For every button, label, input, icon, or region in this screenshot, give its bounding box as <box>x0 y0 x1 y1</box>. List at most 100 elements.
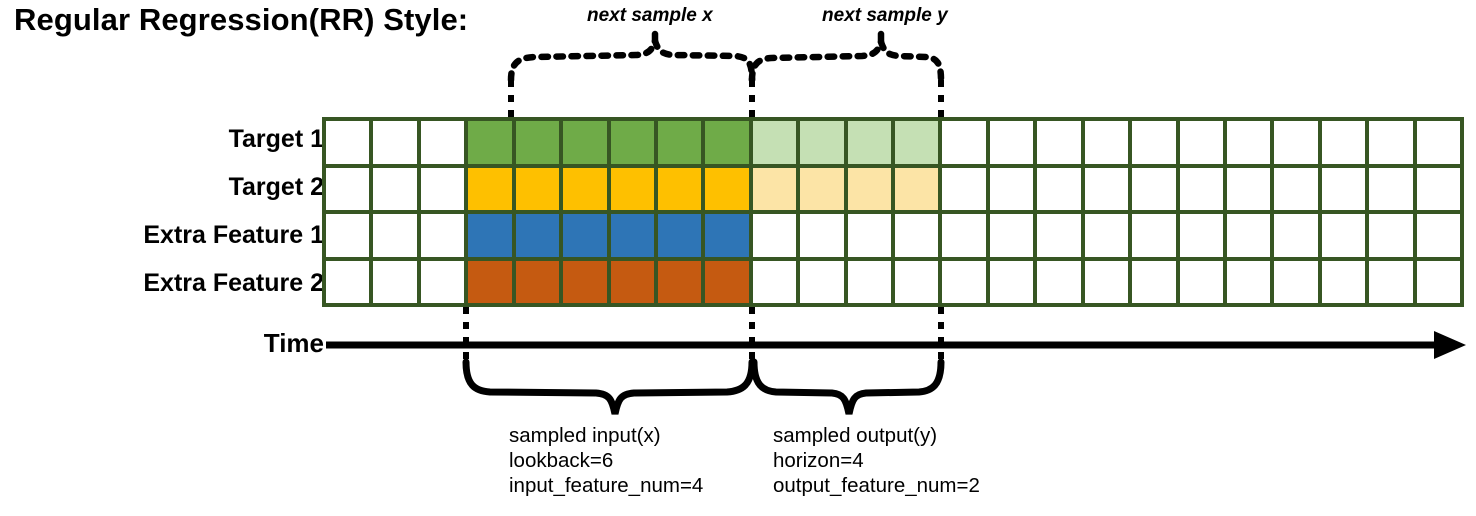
grid-cell-r3-c14 <box>942 214 986 257</box>
annotation-next-sample-y: next sample y <box>822 5 948 26</box>
grid-cell-r2-c10 <box>752 167 797 210</box>
grid-cell-r1-c3 <box>420 121 465 164</box>
grid-cell-r3-c19 <box>1179 214 1223 257</box>
grid-cell-r2-c20 <box>1226 167 1271 210</box>
annotation-next-sample-x: next sample x <box>587 5 713 26</box>
grid-cell-r4-c11 <box>800 260 844 303</box>
note-input-line-3: input_feature_num=4 <box>509 474 704 497</box>
grid-cell-r1-c11 <box>800 121 844 164</box>
row-label-target-2: Target 2 <box>228 173 324 201</box>
grid-cell-r3-c10 <box>752 214 797 257</box>
grid-cell-r2-c11 <box>800 167 844 210</box>
grid-cell-r1-c8 <box>657 121 702 164</box>
grid-cell-r3-c18 <box>1132 214 1176 257</box>
grid-cell-r2-c13 <box>895 167 939 210</box>
grid-cell-r4-c16 <box>1037 260 1081 303</box>
grid-cell-r4-c10 <box>752 260 797 303</box>
grid-cell-r2-c7 <box>610 167 654 210</box>
grid-cell-r1-c19 <box>1179 121 1223 164</box>
grid-cell-r1-c13 <box>895 121 939 164</box>
grid-cell-r2-c15 <box>989 167 1034 210</box>
grid-cell-r2-c24 <box>1416 167 1460 210</box>
grid-cell-r1-c24 <box>1416 121 1460 164</box>
grid-cell-r2-c22 <box>1321 167 1366 210</box>
grid-cell-r4-c19 <box>1179 260 1223 303</box>
grid-cell-r2-c6 <box>563 167 607 210</box>
grid-cell-r2-c12 <box>847 167 891 210</box>
note-input-line-2: lookback=6 <box>509 449 614 472</box>
grid-cell-r3-c24 <box>1416 214 1460 257</box>
grid-cell-r3-c4 <box>468 214 512 257</box>
grid-cell-r2-c2 <box>373 167 417 210</box>
note-sampled-output: sampled output(y) horizon=4 output_featu… <box>773 423 980 498</box>
grid-cell-r2-c16 <box>1037 167 1081 210</box>
brace-next-sample-y <box>748 31 945 84</box>
grid-cell-r1-c10 <box>752 121 797 164</box>
grid-cell-r4-c20 <box>1226 260 1271 303</box>
grid-cell-r3-c6 <box>563 214 607 257</box>
grid-cell-r4-c14 <box>942 260 986 303</box>
grid-cell-r4-c23 <box>1369 260 1413 303</box>
note-output-line-2: horizon=4 <box>773 449 864 472</box>
brace-next-sample-x <box>507 30 756 84</box>
grid-cell-r1-c12 <box>847 121 891 164</box>
grid-cell-r1-c9 <box>705 121 749 164</box>
grid-cell-r4-c9 <box>705 260 749 303</box>
grid-cell-r1-c6 <box>563 121 607 164</box>
grid-cell-r1-c14 <box>942 121 986 164</box>
note-input-line-1: sampled input(x) <box>509 424 661 447</box>
row-label-extra-feature-2: Extra Feature 2 <box>143 269 324 297</box>
grid-cell-r4-c18 <box>1132 260 1176 303</box>
grid-cell-r1-c2 <box>373 121 417 164</box>
grid-cell-r4-c7 <box>610 260 654 303</box>
grid-cell-r1-c17 <box>1084 121 1129 164</box>
grid-cell-r3-c7 <box>610 214 654 257</box>
grid-cell-r4-c2 <box>373 260 417 303</box>
time-axis-arrowhead <box>1434 331 1466 359</box>
grid-cell-r2-c19 <box>1179 167 1223 210</box>
row-label-extra-feature-1: Extra Feature 1 <box>143 221 324 249</box>
grid-cell-r1-c22 <box>1321 121 1366 164</box>
grid-cell-r1-c5 <box>515 121 560 164</box>
grid-cell-r3-c15 <box>989 214 1034 257</box>
grid-cell-r1-c16 <box>1037 121 1081 164</box>
grid-cell-r2-c9 <box>705 167 749 210</box>
grid-cell-r3-c13 <box>895 214 939 257</box>
grid-cell-r4-c13 <box>895 260 939 303</box>
grid-cell-r4-c21 <box>1274 260 1318 303</box>
grid-cell-r1-c23 <box>1369 121 1413 164</box>
brace-sampled-input <box>462 358 756 415</box>
grid-cell-r2-c4 <box>468 167 512 210</box>
grid-cell-r3-c22 <box>1321 214 1366 257</box>
grid-cell-r1-c1 <box>326 121 370 164</box>
grid-cell-r2-c17 <box>1084 167 1129 210</box>
grid-cell-r4-c22 <box>1321 260 1366 303</box>
grid-cell-r3-c12 <box>847 214 891 257</box>
grid-cell-r1-c21 <box>1274 121 1318 164</box>
grid-cell-r4-c12 <box>847 260 891 303</box>
grid-cell-r3-c3 <box>420 214 465 257</box>
grid-cell-r1-c20 <box>1226 121 1271 164</box>
grid-cell-r3-c1 <box>326 214 370 257</box>
grid-cell-r2-c14 <box>942 167 986 210</box>
grid-cell-r3-c11 <box>800 214 844 257</box>
grid-cell-r3-c5 <box>515 214 560 257</box>
grid-cell-r3-c2 <box>373 214 417 257</box>
page-title: Regular Regression(RR) Style: <box>14 2 469 37</box>
grid-cell-r1-c15 <box>989 121 1034 164</box>
grid-cell-r4-c8 <box>657 260 702 303</box>
grid-cell-r3-c17 <box>1084 214 1129 257</box>
note-output-line-1: sampled output(y) <box>773 424 938 447</box>
grid-cell-r2-c23 <box>1369 167 1413 210</box>
grid-cell-r2-c5 <box>515 167 560 210</box>
brace-sampled-output <box>750 358 945 415</box>
grid-cell-r4-c1 <box>326 260 370 303</box>
grid-cell-r4-c3 <box>420 260 465 303</box>
grid-cell-r3-c23 <box>1369 214 1413 257</box>
grid-cell-r3-c8 <box>657 214 702 257</box>
note-output-line-3: output_feature_num=2 <box>773 474 980 497</box>
grid-cell-r2-c21 <box>1274 167 1318 210</box>
grid-cell-r1-c4 <box>468 121 512 164</box>
grid-cell-r4-c17 <box>1084 260 1129 303</box>
grid-cell-r2-c18 <box>1132 167 1176 210</box>
